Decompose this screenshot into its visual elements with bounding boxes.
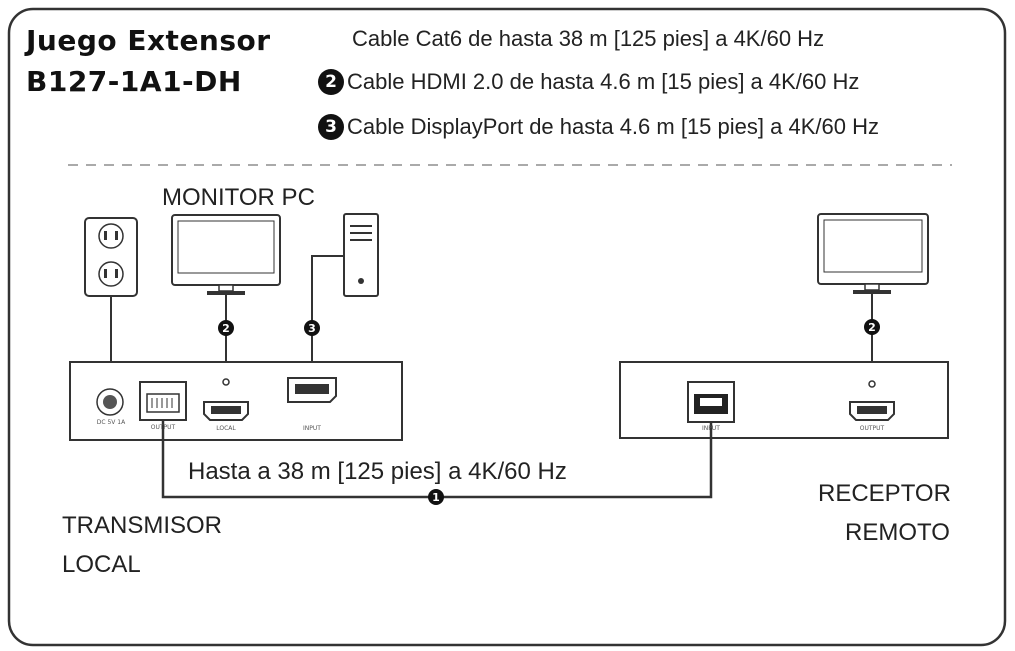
monitor-pc-label: MONITOR PC bbox=[162, 184, 315, 211]
marker-hdmi-local-icon: 2 bbox=[218, 320, 234, 336]
transmitter-label-line-1: TRANSMISOR bbox=[62, 512, 223, 539]
port-label-input: INPUT bbox=[303, 425, 321, 432]
spec-text-displayport: Cable DisplayPort de hasta 4.6 m [15 pie… bbox=[347, 114, 879, 139]
spec-item-cat6: Cable Cat6 de hasta 38 m [125 pies] a 4K… bbox=[352, 28, 824, 50]
receiver-label-line-1: RECEPTOR bbox=[818, 480, 951, 507]
pc-tower-icon bbox=[343, 213, 379, 297]
transmitter-unit bbox=[69, 361, 403, 441]
title-line-2: B127-1A1-DH bbox=[26, 65, 242, 98]
local-monitor-icon bbox=[171, 214, 281, 295]
port-label-rx-output: OUTPUT bbox=[859, 425, 885, 432]
spec-text-cat6: Cable Cat6 de hasta 38 m [125 pies] a 4K… bbox=[352, 26, 825, 51]
port-label-output: OUTPUT bbox=[150, 424, 176, 431]
port-label-dc: DC 5V 1A bbox=[96, 419, 126, 426]
title-line-1: Juego Extensor bbox=[26, 24, 271, 57]
badge-2-icon: 2 bbox=[318, 69, 344, 95]
port-label-rx-input: INPUT bbox=[702, 425, 720, 432]
badge-3-icon: 3 bbox=[318, 114, 344, 140]
spec-item-displayport: 3 Cable DisplayPort de hasta 4.6 m [15 p… bbox=[318, 114, 879, 140]
spec-item-hdmi: 2 Cable HDMI 2.0 de hasta 4.6 m [15 pies… bbox=[318, 69, 859, 95]
marker-cat6-icon: 1 bbox=[428, 489, 444, 505]
spec-text-hdmi: Cable HDMI 2.0 de hasta 4.6 m [15 pies] … bbox=[347, 69, 860, 94]
port-label-local: LOCAL bbox=[216, 425, 236, 432]
receiver-label-line-2: REMOTO bbox=[845, 519, 950, 546]
marker-hdmi-remote-icon: 2 bbox=[864, 319, 880, 335]
receiver-unit bbox=[619, 361, 949, 439]
link-distance-label: Hasta a 38 m [125 pies] a 4K/60 Hz bbox=[188, 458, 567, 485]
marker-displayport-icon: 3 bbox=[304, 320, 320, 336]
wall-outlet-icon bbox=[84, 217, 138, 297]
outer-frame bbox=[7, 7, 1007, 647]
displayport-cable bbox=[311, 255, 344, 380]
transmitter-label-line-2: LOCAL bbox=[62, 551, 141, 578]
remote-monitor-icon bbox=[817, 213, 929, 294]
